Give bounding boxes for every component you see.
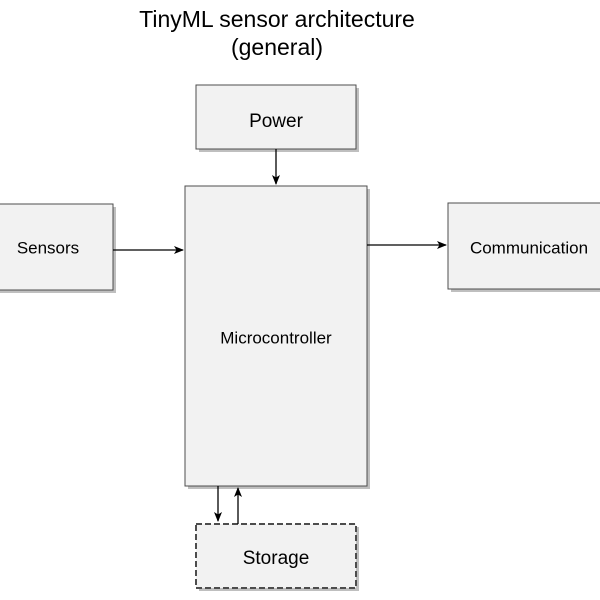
power-label: Power (249, 111, 304, 132)
storage-label: Storage (243, 548, 310, 569)
title-line-2: (general) (230, 34, 324, 60)
title-line-1: TinyML sensor architecture (139, 6, 415, 32)
microcontroller-label: Microcontroller (220, 328, 332, 347)
microcontroller-node: Microcontroller (184, 185, 370, 489)
communication-node: Communication (447, 202, 600, 292)
sensors-label: Sensors (17, 238, 79, 257)
storage-node: Storage (195, 523, 359, 591)
diagram-title: TinyML sensor architecture (general) (100, 5, 454, 61)
communication-label: Communication (470, 238, 588, 257)
sensors-node: Sensors (0, 203, 116, 293)
power-node: Power (195, 84, 359, 152)
